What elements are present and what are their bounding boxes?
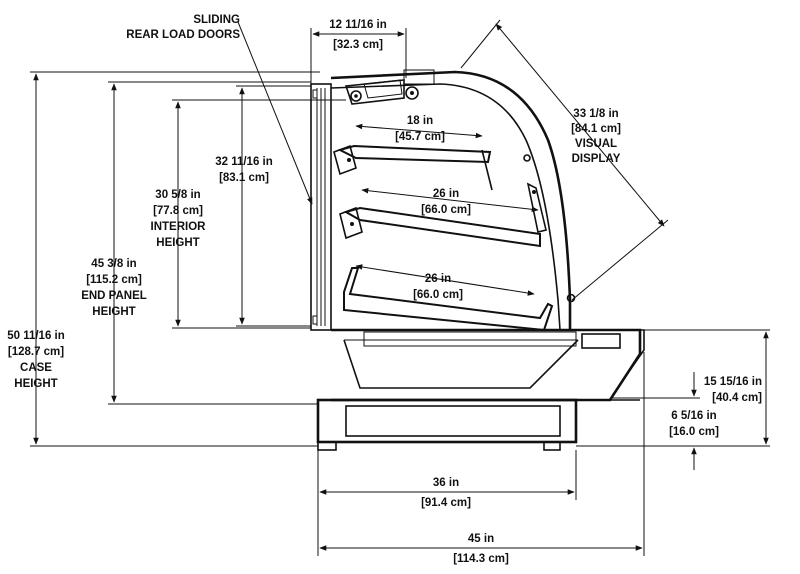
dimension-lines: [30, 19, 770, 556]
front-control-panel: [581, 333, 621, 349]
door-track-bottom: [312, 315, 318, 325]
label-end-panel-word2: HEIGHT: [92, 306, 135, 318]
label-top-depth-in: 12 11/16 in: [329, 19, 387, 31]
label-shelf-bottom-cm: [66.0 cm]: [413, 289, 463, 301]
glass-clip-icon: [523, 154, 531, 162]
label-overall-depth-in: 45 in: [468, 533, 494, 545]
label-shelf-mid-cm: [66.0 cm]: [421, 204, 471, 216]
dim-shelf-top-line: [355, 123, 483, 139]
label-case-cm: [128.7 cm]: [8, 346, 64, 358]
shelf-top: [337, 144, 492, 164]
bottom-deck: [343, 267, 554, 332]
label-top-depth-cm: [32.3 cm]: [333, 39, 383, 51]
canopy-top-rail: [403, 69, 435, 85]
label-visual-word2: DISPLAY: [572, 153, 621, 165]
label-base-depth-cm: [91.4 cm]: [421, 497, 471, 509]
label-case-in: 50 11/16 in: [7, 330, 65, 342]
label-overall-depth-cm: [114.3 cm]: [453, 553, 509, 565]
label-front-height-cm: [40.4 cm]: [712, 392, 762, 404]
sliding-doors-leader: [237, 21, 313, 205]
label-interior-in: 30 5/8 in: [155, 189, 200, 201]
canopy-light-lens: [363, 79, 403, 99]
dimension-labels: SLIDING REAR LOAD DOORS 12 11/16 in [32.…: [7, 14, 762, 565]
front-leg: [543, 441, 561, 451]
label-end-panel-cm: [115.2 cm]: [86, 274, 142, 286]
label-shelf-top-cm: [45.7 cm]: [395, 131, 445, 143]
shelf-top-pin: [347, 158, 351, 162]
light-fixture-icon: [350, 90, 362, 102]
shelf-top-lip: [481, 149, 493, 191]
label-front-height-in: 15 15/16 in: [704, 376, 762, 388]
label-case-word1: CASE: [20, 362, 52, 374]
shelf-middle-bracket: [339, 206, 363, 240]
shelf-middle-pin: [350, 222, 354, 226]
label-door-height-cm: [83.1 cm]: [219, 172, 269, 184]
label-shelf-top-in: 18 in: [407, 115, 433, 127]
label-visual-cm: [84.1 cm]: [571, 123, 621, 135]
deck-pan-lip: [363, 331, 577, 347]
label-shelf-mid-in: 26 in: [433, 188, 459, 200]
label-end-panel-in: 45 3/8 in: [91, 258, 136, 270]
label-base-height-in: 6 5/16 in: [671, 410, 716, 422]
label-shelf-bottom-in: 26 in: [425, 273, 451, 285]
deck-pan: [343, 339, 579, 389]
shelf-middle: [343, 206, 541, 248]
shelf-top-bracket: [333, 144, 357, 176]
rear-door-frame: [310, 83, 332, 331]
label-sliding-1: SLIDING: [193, 14, 240, 26]
label-door-height-in: 32 11/16 in: [215, 156, 273, 168]
dim-shelf-bottom-line: [355, 264, 535, 296]
shelf-middle-front-bracket: [526, 182, 547, 233]
light-fixture-core: [354, 94, 358, 98]
shelf-middle-front-pin: [532, 190, 536, 194]
hinge-icon: [405, 86, 419, 100]
kick-base-grille: [345, 405, 561, 437]
hinge-core: [410, 91, 414, 95]
label-base-height-cm: [16.0 cm]: [669, 426, 719, 438]
label-interior-word1: INTERIOR: [151, 221, 207, 233]
dim-shelf-mid-line: [361, 187, 539, 213]
label-interior-cm: [77.8 cm]: [153, 205, 203, 217]
label-base-depth-in: 36 in: [433, 477, 459, 489]
front-bumper: [576, 329, 645, 397]
label-visual-in: 33 1/8 in: [573, 108, 618, 120]
label-visual-word1: VISUAL: [575, 138, 617, 150]
label-interior-word2: HEIGHT: [156, 237, 199, 249]
label-end-panel-word1: END PANEL: [81, 290, 147, 302]
dim-visual-display-line: [495, 23, 665, 227]
label-case-word2: HEIGHT: [14, 378, 57, 390]
case-body: [310, 69, 645, 451]
door-track-top: [312, 89, 318, 99]
label-sliding-2: REAR LOAD DOORS: [126, 29, 240, 41]
